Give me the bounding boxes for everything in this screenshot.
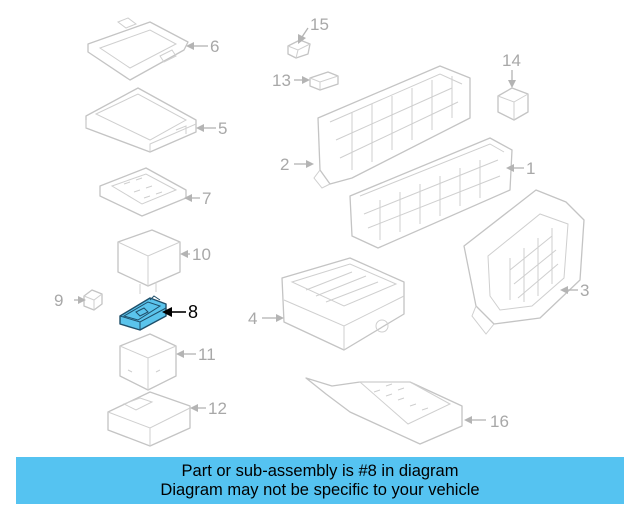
part-6-fuse-box-lid: [87, 17, 189, 81]
info-banner: Part or sub-assembly is #8 in diagram Di…: [16, 457, 624, 504]
callout-13: 13: [272, 71, 291, 90]
callout-8-highlighted: 8: [188, 302, 198, 322]
part-3-fuse-box-cover: [463, 189, 585, 335]
callout-6: 6: [210, 37, 219, 56]
banner-line-1: Part or sub-assembly is #8 in diagram: [181, 461, 459, 480]
parts-diagram: 6 5 7 10 9 8 11 12 15 13 14 2 1 3 4 16: [54, 15, 589, 447]
callout-7: 7: [202, 189, 211, 208]
callout-2: 2: [280, 155, 289, 174]
callout-3: 3: [580, 281, 589, 300]
part-12-relay-housing: [107, 391, 191, 447]
part-4-junction-box: [281, 257, 405, 351]
callout-1: 1: [526, 159, 535, 178]
part-11-relay: [119, 333, 177, 391]
callout-4: 4: [248, 309, 257, 328]
part-7-relay-block: [99, 167, 187, 217]
part-1-main-fuse-box: [349, 137, 513, 249]
part-9-clip: [83, 289, 103, 311]
part-2-relay-carrier: [313, 65, 471, 189]
part-5-fuse-box-cover: [85, 87, 197, 153]
callout-15: 15: [310, 15, 329, 34]
part-16-circuit-board: [305, 377, 463, 445]
leader-line-8: [162, 307, 186, 317]
callout-16: 16: [490, 412, 509, 431]
callout-11: 11: [198, 345, 216, 364]
callout-10: 10: [192, 245, 211, 264]
callout-9: 9: [54, 291, 63, 310]
leader-lines: [74, 27, 578, 424]
part-13-terminal: [309, 71, 339, 91]
part-8-highlighted-bracket: [119, 295, 167, 331]
callout-5: 5: [218, 119, 227, 138]
callout-12: 12: [208, 399, 227, 418]
banner-line-2: Diagram may not be specific to your vehi…: [160, 480, 480, 499]
part-14-relay-cube: [497, 87, 529, 121]
callout-14: 14: [502, 51, 521, 70]
part-10-relay: [117, 229, 181, 294]
callout-numbers: 6 5 7 10 9 8 11 12 15 13 14 2 1 3 4 16: [54, 15, 589, 431]
